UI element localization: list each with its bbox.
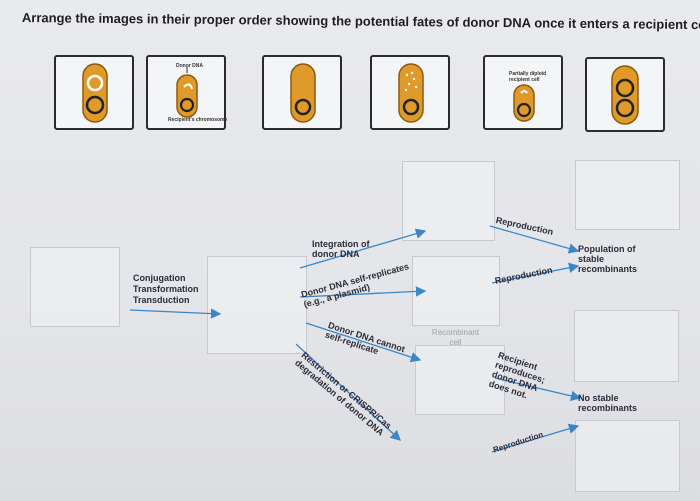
image-tile-5[interactable]: Partially diploid recipient cell [483, 55, 563, 130]
integration-label: Integration of donor DNA [312, 239, 370, 259]
dropzone-7[interactable] [574, 310, 679, 382]
recipient-chromosome-label: Recipient's chromosome [168, 117, 228, 123]
partially-diploid-label: Partially diploid recipient cell [509, 71, 547, 83]
partially-diploid-cell-icon [513, 84, 535, 122]
recombinant-cell-label: Recombinant cell [431, 328, 480, 347]
transfer-method-transformation: Transformation [133, 284, 199, 294]
dropzone-6[interactable] [575, 160, 680, 230]
transfer-method-conjugation: Conjugation [133, 273, 186, 283]
image-tile-2[interactable]: Donor DNA Recipient's chromosome [146, 55, 228, 130]
dropzone-5[interactable] [415, 345, 505, 415]
cell-icon [82, 63, 108, 123]
image-tile-6[interactable] [585, 57, 665, 132]
stable-recombinants-label: Population of stable recombinants [578, 244, 638, 274]
degrading-dna-cell-icon [398, 63, 424, 123]
cell-with-donor-dna-icon [176, 67, 198, 118]
donor-dna-label: Donor DNA [176, 63, 203, 69]
image-tile-4[interactable] [370, 55, 450, 130]
image-tile-1[interactable] [54, 55, 134, 130]
cell-icon [290, 63, 316, 123]
dropzone-1[interactable] [30, 247, 120, 327]
cell-icon [611, 65, 639, 125]
image-tile-3[interactable] [262, 55, 342, 130]
dropzone-8[interactable] [575, 420, 680, 492]
dropzone-3[interactable] [402, 161, 495, 241]
transfer-method-transduction: Transduction [133, 295, 190, 305]
no-stable-recombinants-label: No stable recombinants [578, 393, 638, 413]
dropzone-2[interactable] [207, 256, 307, 354]
dropzone-4[interactable] [412, 256, 500, 326]
